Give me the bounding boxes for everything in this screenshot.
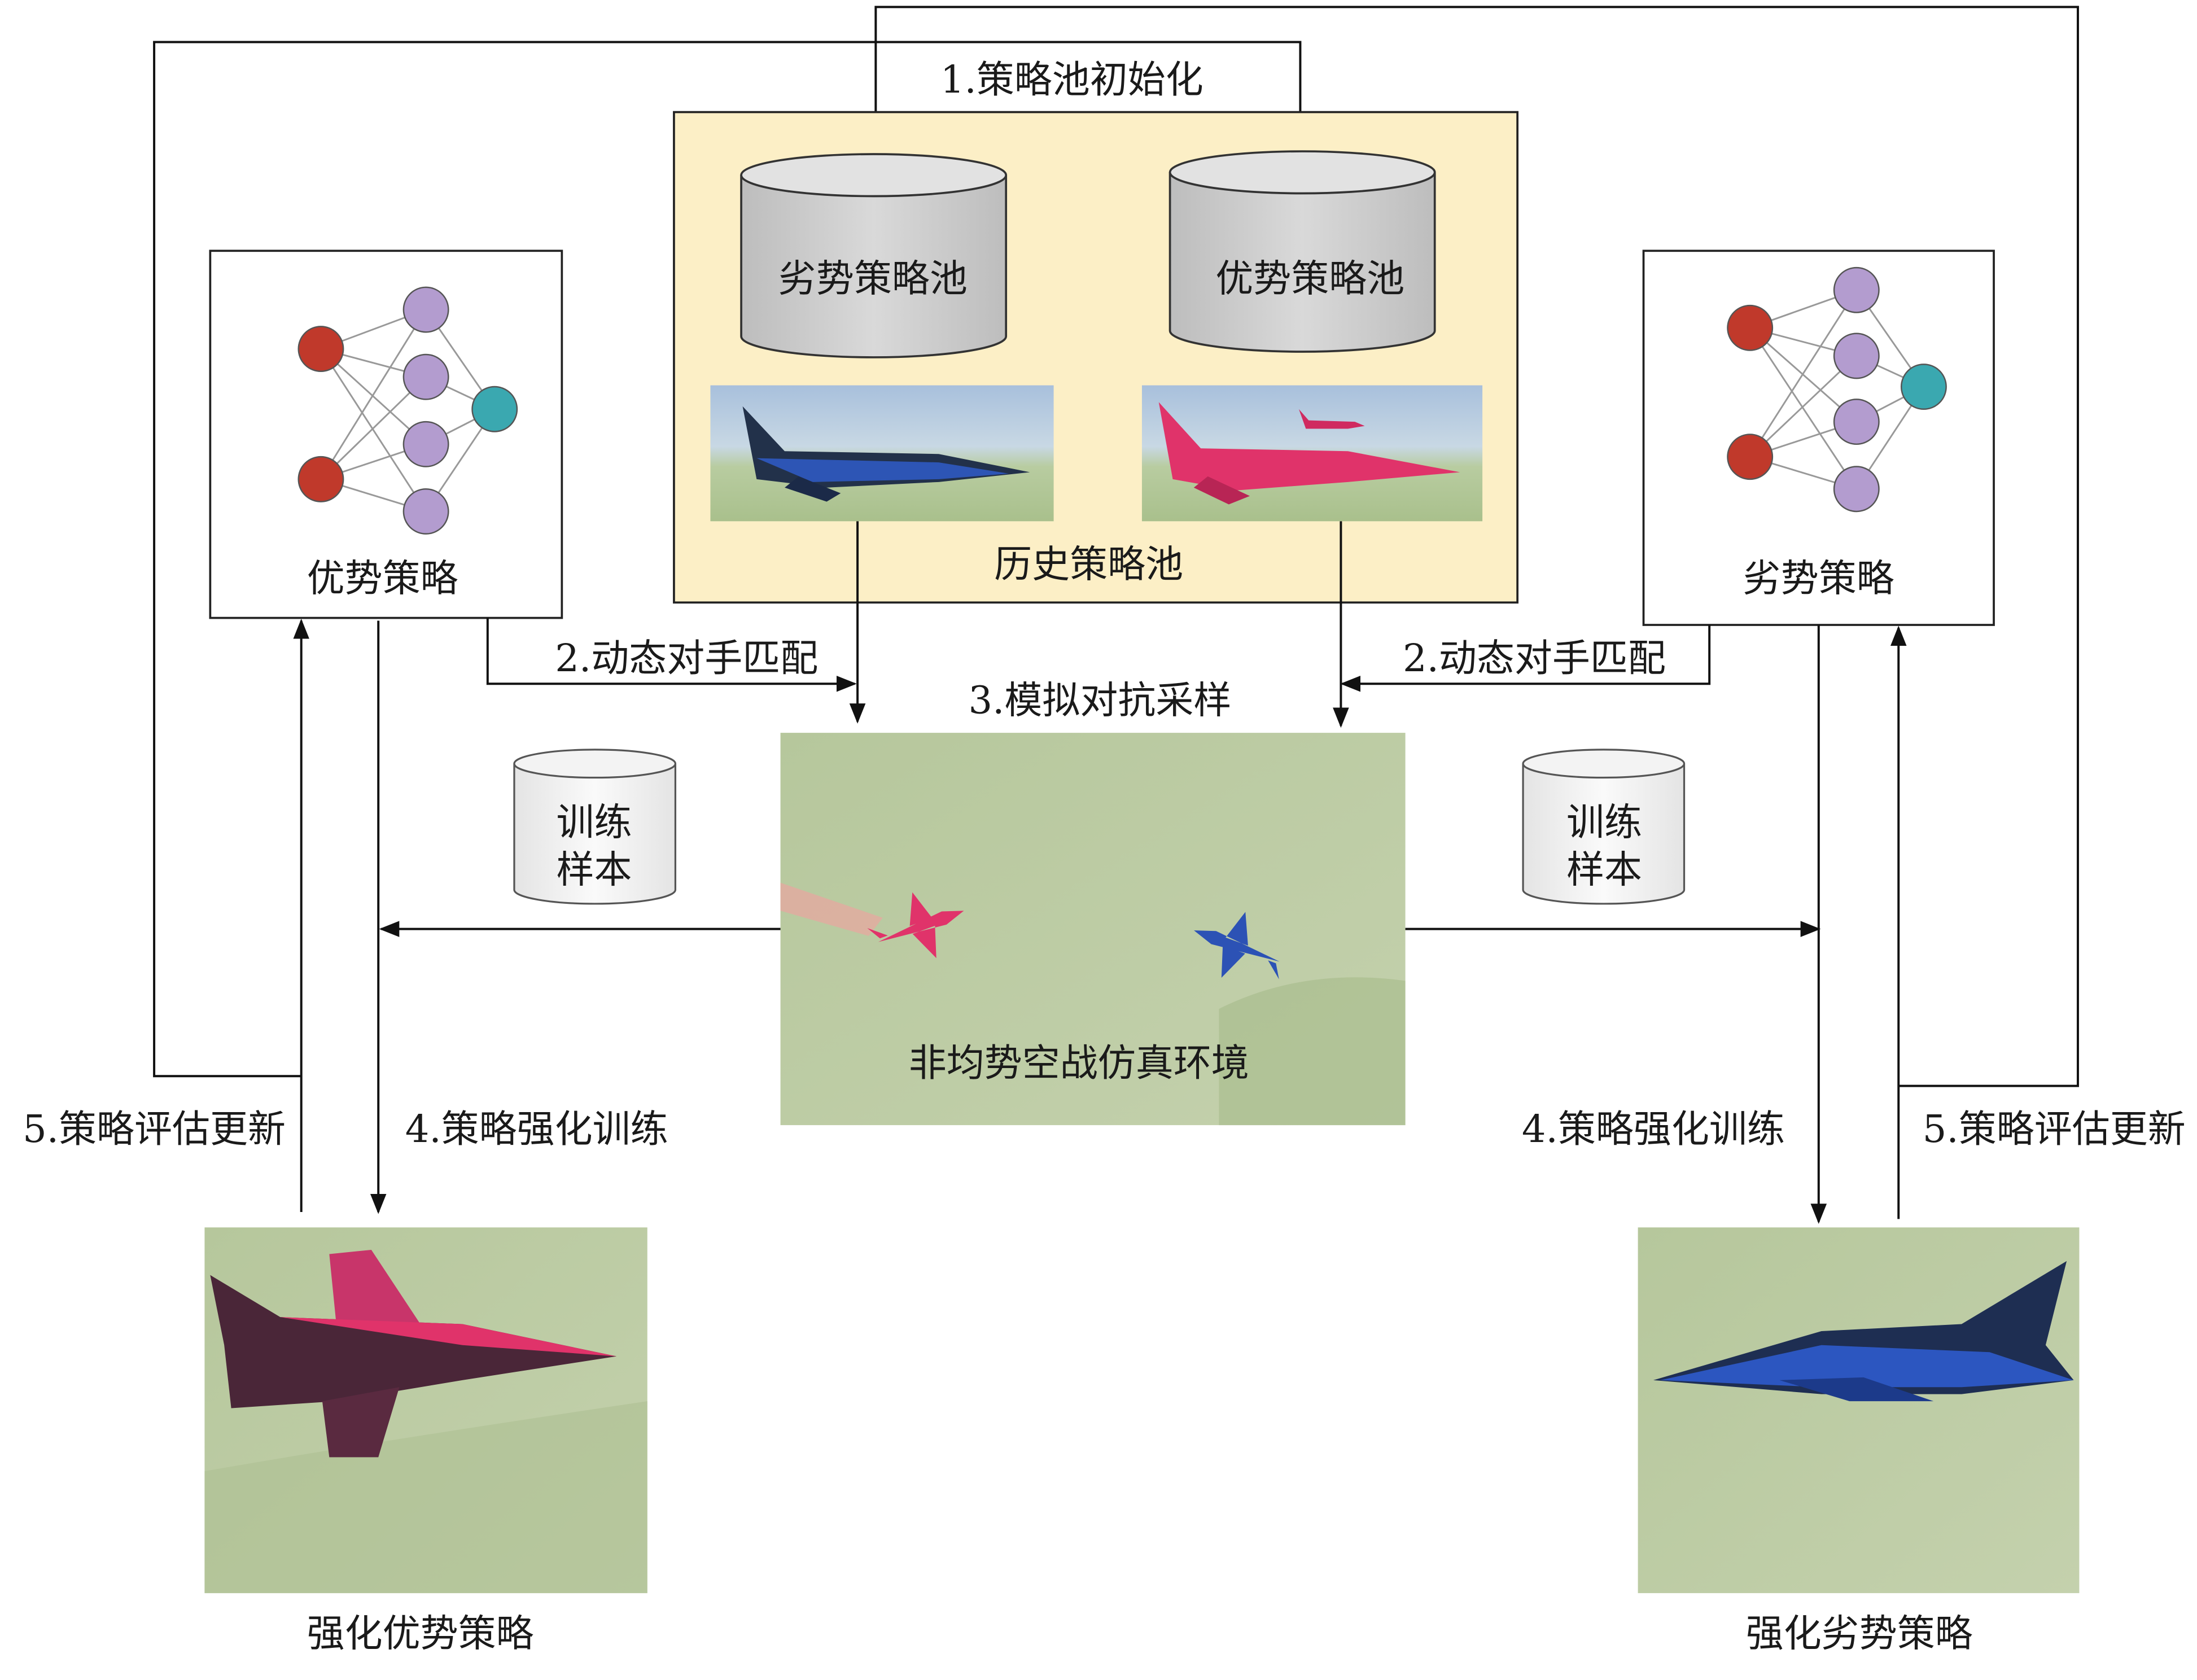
- environment-label: 非均势空战仿真环境: [909, 1041, 1249, 1085]
- samples-right-line2: 样本: [1566, 848, 1642, 892]
- weak-pool-jet-image: [710, 385, 1054, 522]
- strong-pool-jet-image: [1141, 385, 1483, 522]
- network-edge: [320, 348, 427, 512]
- step-3-label: 3.模拟对抗采样: [969, 678, 1232, 722]
- match-right-arrow: [1340, 625, 1711, 692]
- network-edge: [320, 309, 427, 480]
- step-5-right-label: 5.策略评估更新: [1923, 1107, 2186, 1151]
- input-node: [1727, 304, 1774, 351]
- training-samples-right-cylinder: 训练 样本: [1522, 749, 1686, 905]
- strong-pool-label: 优势策略池: [1215, 256, 1404, 300]
- match-left-arrow: [486, 618, 857, 692]
- init-loop-right-line: [868, 6, 2079, 1087]
- step-4-left-label: 4.策略强化训练: [405, 1107, 668, 1151]
- samples-left-line1: 训练: [556, 800, 632, 844]
- strong-policy-label: 优势策略: [307, 556, 458, 600]
- step-2-left-label: 2.动态对手匹配: [555, 636, 818, 680]
- network-edge: [1749, 289, 1858, 457]
- hidden-node: [1833, 466, 1880, 513]
- enhanced-weak-policy-label: 强化劣势策略: [1746, 1611, 1973, 1655]
- samples-left-line2: 样本: [556, 848, 632, 892]
- enhanced-weak-policy-image: [1638, 1227, 2080, 1594]
- hidden-node: [1833, 333, 1880, 379]
- network-edge: [1749, 327, 1858, 490]
- samples-right-line1: 训练: [1566, 800, 1642, 844]
- network-edge: [1749, 355, 1857, 458]
- hidden-node: [402, 488, 449, 535]
- hidden-node: [402, 421, 449, 467]
- hidden-node: [402, 286, 449, 333]
- step-4-right-label: 4.策略强化训练: [1522, 1107, 1785, 1151]
- training-samples-left-cylinder: 训练 样本: [513, 749, 677, 905]
- strong-policy-box: [209, 250, 563, 619]
- output-node: [1900, 364, 1947, 410]
- weak-pool-label: 劣势策略池: [778, 256, 968, 300]
- input-node: [297, 326, 344, 372]
- hidden-node: [1833, 399, 1880, 445]
- weak-pool-cylinder: 劣势策略池: [740, 153, 1008, 358]
- weak-policy-box: [1642, 250, 1995, 626]
- input-node: [1727, 434, 1774, 480]
- hidden-node: [402, 353, 449, 400]
- air-combat-environment-image: 非均势空战仿真环境: [780, 733, 1406, 1126]
- strong-pool-cylinder: 优势策略池: [1168, 150, 1436, 353]
- enhanced-strong-policy-label: 强化优势策略: [307, 1611, 534, 1655]
- init-loop-left-line: [153, 41, 1308, 1078]
- input-node: [297, 456, 344, 502]
- step-2-right-label: 2.动态对手匹配: [1403, 636, 1666, 680]
- hidden-node: [1833, 266, 1880, 313]
- enhanced-strong-policy-image: [204, 1227, 647, 1594]
- history-pool-label: 历史策略池: [994, 542, 1183, 587]
- network-edge: [320, 348, 427, 445]
- step-5-left-label: 5.策略评估更新: [23, 1107, 286, 1151]
- strong-policy-network-icon: [297, 286, 518, 535]
- weak-policy-network-icon: [1727, 266, 1947, 513]
- weak-policy-label: 劣势策略: [1743, 556, 1894, 600]
- output-node: [471, 386, 518, 432]
- network-edge: [320, 376, 427, 480]
- step-1-label: 1.策略池初始化: [940, 58, 1203, 102]
